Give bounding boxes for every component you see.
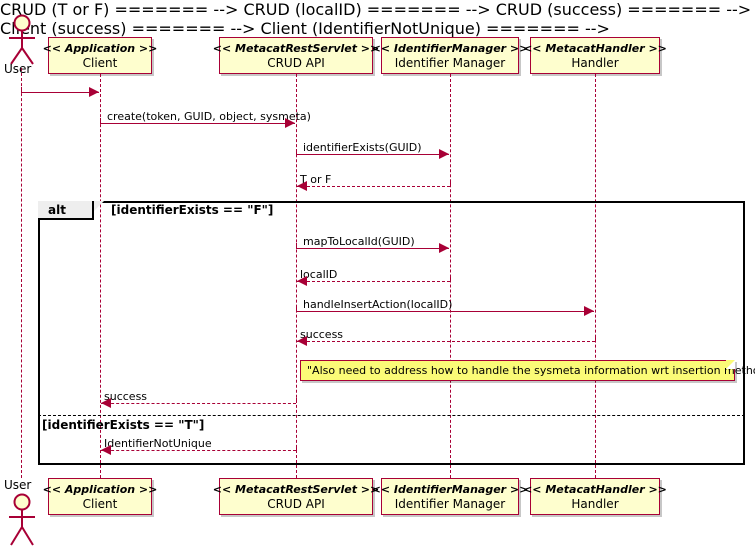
alt-branch-condition-1: [identifierExists == "F"] [111, 203, 274, 217]
message-arrowhead-success-handler [297, 336, 307, 346]
participant-stereotype-crud: << MetacatRestServlet >> [212, 41, 380, 55]
alt-branch-divider [38, 415, 745, 416]
message-line-t-or-f[interactable] [297, 186, 450, 187]
message-source-tick-m0 [21, 87, 22, 92]
participant-stereotype-idmgr: << IdentifierManager >> [371, 482, 529, 496]
message-arrowhead-t-or-f [297, 181, 307, 191]
message-line-local-id[interactable] [297, 281, 450, 282]
message-source-tick-m3 [450, 181, 451, 186]
participant-box-crud-bottom[interactable]: << MetacatRestServlet >> CRUD API [213, 478, 379, 515]
participant-stereotype-handler: << MetacatHandler >> [523, 41, 667, 55]
message-line-success-handler[interactable] [297, 341, 595, 342]
lifeline-user [21, 68, 22, 478]
message-arrowhead-create [285, 118, 295, 128]
message-label-handle-insert-action: handleInsertAction(localID) [303, 298, 453, 311]
lifeline-handler [595, 74, 596, 478]
stick-figure-actor-icon [9, 493, 35, 546]
message-label-create: create(token, GUID, object, sysmeta) [107, 110, 311, 123]
participant-name-idmgr: Identifier Manager [394, 55, 506, 70]
participant-stereotype-client: << Application >> [42, 41, 158, 55]
note-sysmeta: "Also need to address how to handle the … [300, 360, 755, 381]
actor-user-top [5, 14, 39, 70]
participant-box-crud-top[interactable]: << MetacatRestServlet >> CRUD API [213, 37, 379, 74]
message-line-handle-insert-action[interactable] [296, 311, 594, 312]
message-arrowhead-map-to-local-id [439, 243, 449, 253]
participant-name-handler: Handler [571, 55, 619, 70]
message-source-tick-m2 [296, 149, 297, 154]
participant-stereotype-client: << Application >> [42, 482, 158, 496]
message-arrowhead-handle-insert-action [584, 306, 594, 316]
participant-name-handler: Handler [571, 496, 619, 511]
message-line-map-to-local-id[interactable] [296, 248, 449, 249]
message-arrowhead-success-client [101, 398, 111, 408]
actor-label-user-top: User [4, 62, 32, 76]
stick-figure-actor-icon [9, 14, 35, 65]
message-source-tick-m1 [100, 118, 101, 123]
participant-box-client-top[interactable]: << Application >> Client [43, 37, 157, 74]
participant-box-handler-bottom[interactable]: << MetacatHandler >> Handler [523, 478, 667, 515]
message-label-map-to-local-id: mapToLocalId(GUID) [303, 235, 415, 248]
message-arrowhead-local-id [297, 276, 307, 286]
message-source-tick-m9 [296, 445, 297, 450]
message-arrowhead-identifier-not-unique [101, 445, 111, 455]
participant-box-client-bottom[interactable]: << Application >> Client [43, 478, 157, 515]
participant-name-client: Client [82, 496, 118, 511]
alt-fragment-operator-tab: alt [38, 201, 94, 220]
note-sysmeta-text: "Also need to address how to handle the … [307, 364, 755, 377]
message-source-tick-m8 [296, 398, 297, 403]
actor-user-bottom [5, 493, 39, 553]
participant-stereotype-handler: << MetacatHandler >> [523, 482, 667, 496]
message-source-tick-m7 [595, 336, 596, 341]
message-label-local-id: localID [300, 268, 338, 281]
lifeline-crud [296, 74, 297, 478]
alt-fragment-tab-corner [94, 201, 104, 211]
message-line-identifier-exists[interactable] [296, 154, 449, 155]
alt-branch-condition-2: [identifierExists == "T"] [42, 418, 205, 432]
message-line-success-client[interactable] [101, 403, 296, 404]
participant-box-idmgr-top[interactable]: << IdentifierManager >> Identifier Manag… [372, 37, 528, 74]
message-source-tick-m5 [450, 276, 451, 281]
message-label-t-or-f: T or F [300, 173, 332, 186]
message-line-user-to-client[interactable] [21, 92, 99, 93]
participant-box-handler-top[interactable]: << MetacatHandler >> Handler [523, 37, 667, 74]
message-label-identifier-not-unique: IdentifierNotUnique [104, 437, 212, 450]
actor-label-user-bottom: User [4, 478, 32, 492]
note-fold-corner-icon [726, 360, 735, 369]
alt-fragment-frame [38, 201, 745, 465]
participant-name-idmgr: Identifier Manager [394, 496, 506, 511]
message-label-identifier-exists: identifierExists(GUID) [303, 141, 422, 154]
participant-box-idmgr-bottom[interactable]: << IdentifierManager >> Identifier Manag… [372, 478, 528, 515]
participant-stereotype-crud: << MetacatRestServlet >> [212, 482, 380, 496]
message-line-create[interactable] [100, 123, 295, 124]
lifeline-client [100, 74, 101, 478]
message-source-tick-m4 [296, 243, 297, 248]
message-line-identifier-not-unique[interactable] [101, 450, 296, 451]
participant-name-crud: CRUD API [267, 496, 325, 511]
message-label-success-client: success [104, 390, 148, 403]
participant-name-client: Client [82, 55, 118, 70]
message-arrowhead-identifier-exists [439, 149, 449, 159]
participant-stereotype-idmgr: << IdentifierManager >> [371, 41, 529, 55]
message-source-tick-m6 [296, 306, 297, 311]
alt-fragment-operator-label: alt [48, 202, 66, 217]
message-label-success-handler: success [300, 328, 344, 341]
message-arrowhead-user-to-client [89, 87, 99, 97]
participant-name-crud: CRUD API [267, 55, 325, 70]
